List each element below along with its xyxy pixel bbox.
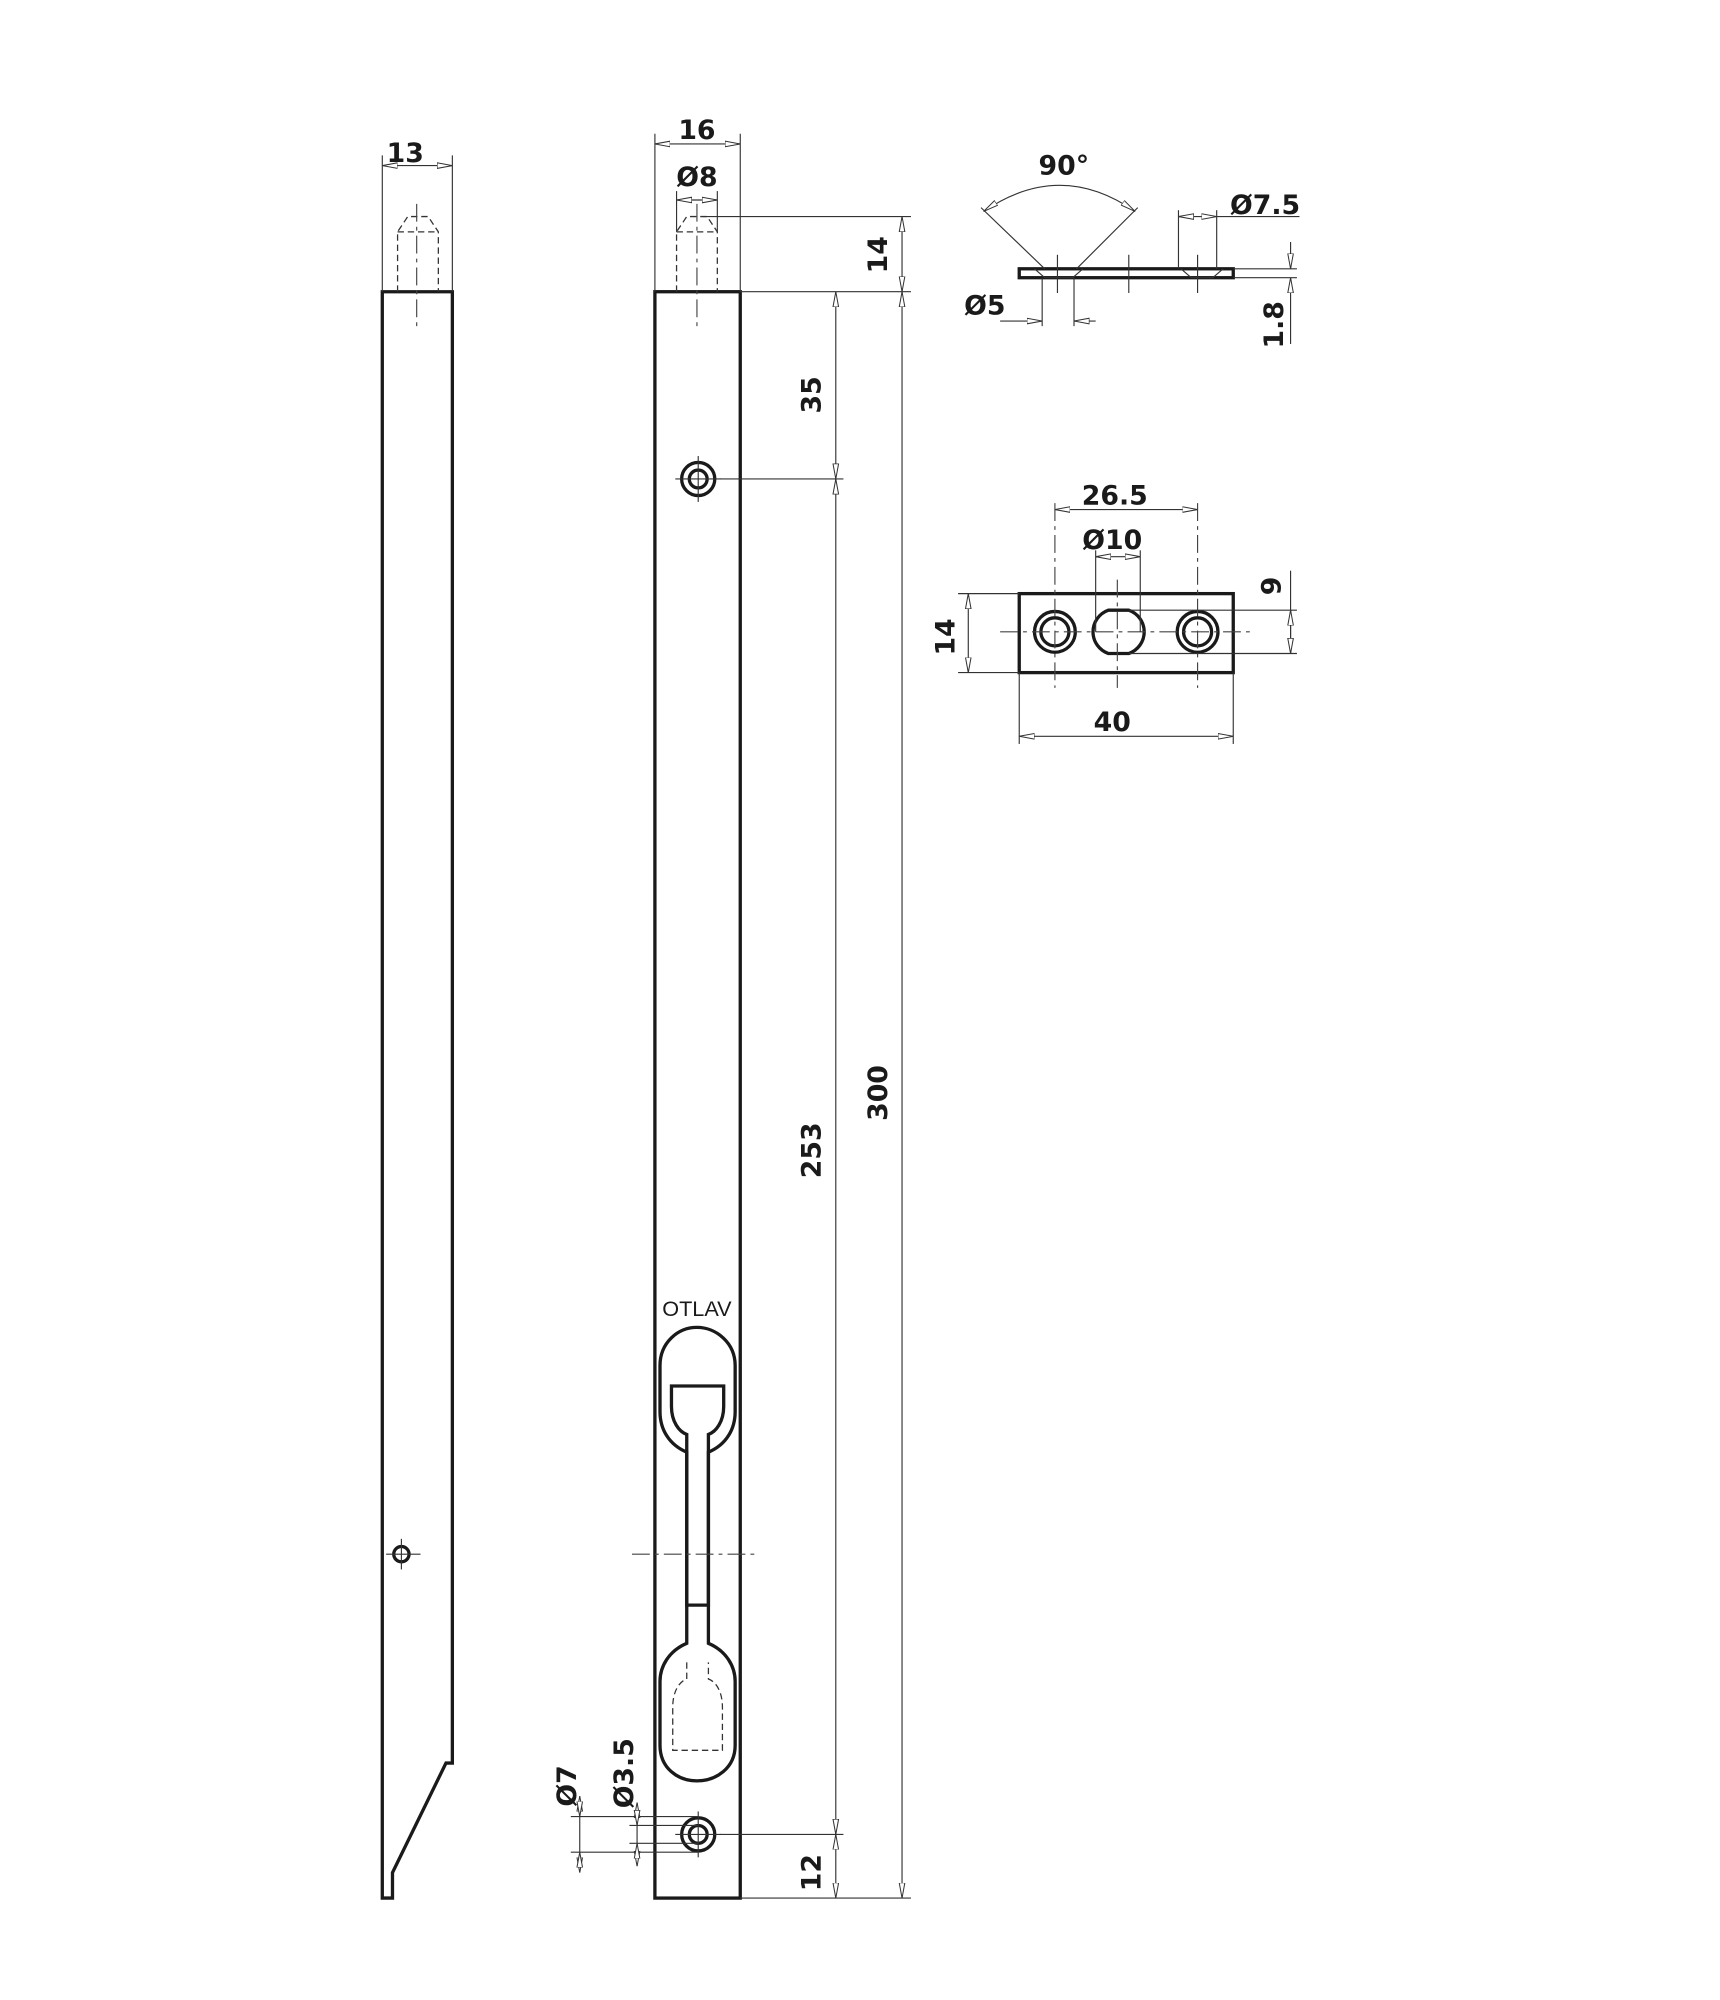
keeper-plan-view: 26.5 Ø10 14 9 40 [930, 480, 1297, 744]
keeper-height-label: 14 [930, 618, 961, 655]
top-screw-hole [675, 456, 722, 502]
hole-spacing-label: 253 [797, 1122, 828, 1178]
total-length-label: 300 [863, 1065, 894, 1121]
keeper-plate-outline [1017, 591, 1235, 675]
bolt-side-outline [380, 290, 455, 1900]
pin-length-label: 14 [863, 236, 894, 273]
hole-diameter-label: Ø3.5 [609, 1738, 640, 1808]
side-width-label: 13 [387, 138, 424, 169]
slide-knob [669, 1384, 726, 1607]
pin-hidden-outline [675, 215, 718, 292]
brand-mark: OTLAV [662, 1296, 732, 1321]
countersink-diameter-label: Ø7 [552, 1765, 583, 1806]
keeper-thickness-label: 1.8 [1259, 301, 1290, 348]
keeper-countersink-label: Ø7.5 [1230, 190, 1300, 221]
top-hole-offset-label: 35 [797, 376, 828, 413]
front-view: 16 Ø8 14 300 35 253 12 [552, 115, 911, 1900]
keeper-profile-view: 90° Ø7.5 Ø5 1.8 [964, 151, 1300, 349]
bottom-screw-hole [675, 1811, 722, 1858]
keeper-plate-section [1017, 267, 1235, 280]
side-view: 13 [380, 138, 455, 1900]
keeper-flat-label: 9 [1256, 577, 1287, 596]
front-width-label: 16 [678, 115, 715, 146]
pin-hidden-outline [396, 215, 439, 292]
bottom-hole-offset-label: 12 [797, 1854, 828, 1891]
knob-hidden-position [672, 1662, 724, 1751]
keeper-hole-spacing-label: 26.5 [1082, 480, 1148, 511]
bolt-front-outline [653, 290, 742, 1900]
countersink-angle-label: 90° [1039, 151, 1090, 182]
pin-diameter-label: Ø8 [676, 162, 717, 193]
keeper-hole-label: Ø5 [964, 291, 1005, 322]
keeper-length-label: 40 [1094, 707, 1131, 738]
keeper-bolt-hole-label: Ø10 [1082, 525, 1142, 556]
